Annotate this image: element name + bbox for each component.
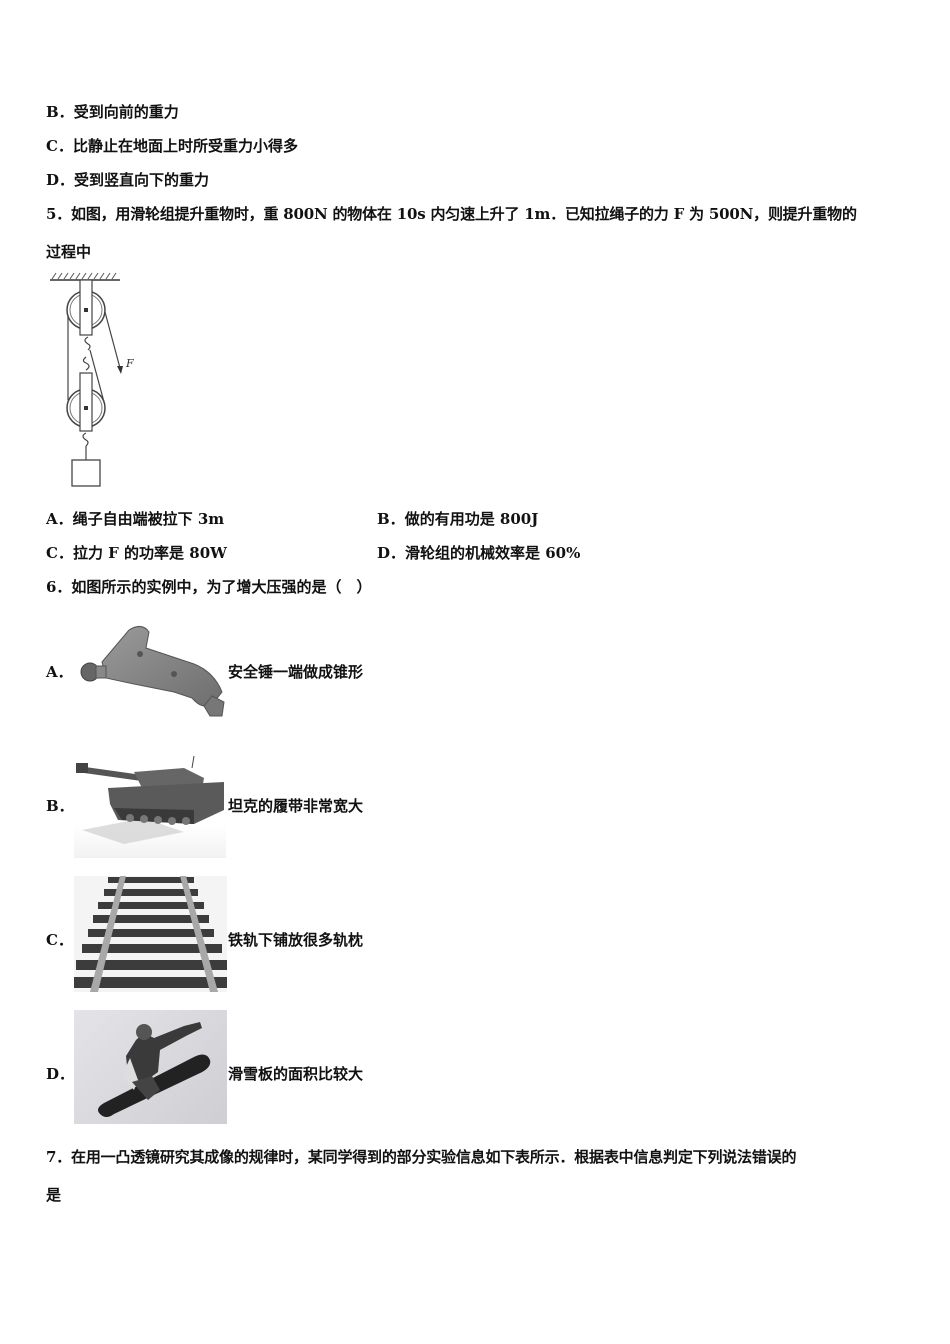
q4-option-b: B．受到向前的重力 [46, 102, 179, 122]
option-text: 做的有用功是 800J [404, 510, 539, 528]
q6-option-c-label: C． [46, 931, 73, 949]
option-text: 受到向前的重力 [73, 103, 179, 121]
option-label: B． [377, 510, 405, 528]
q6-option-b-text: 坦克的履带非常宽大 [228, 797, 364, 815]
q5-option-b: B．做的有用功是 800J [377, 509, 538, 529]
option-text: 受到竖直向下的重力 [74, 171, 210, 189]
q4-option-c: C．比静止在地面上时所受重力小得多 [46, 136, 298, 156]
safety-hammer-icon [80, 626, 225, 717]
option-label: C． [46, 137, 73, 155]
q5-option-a: A．绳子自由端被拉下 3m [46, 509, 224, 529]
q5-stem-line2: 过程中 [46, 243, 92, 261]
q4-option-d: D．受到竖直向下的重力 [46, 170, 209, 190]
q6-option-d-label: D． [46, 1065, 75, 1083]
safety-hammer-image [74, 612, 226, 722]
q6-option-b-label: B． [46, 797, 74, 815]
option-text: 绳子自由端被拉下 3m [72, 510, 225, 528]
q5-option-d: D．滑轮组的机械效率是 60% [377, 543, 580, 563]
q7-stem-line1: 7．在用一凸透镜研究其成像的规律时，某同学得到的部分实验信息如下表所示．根据表中… [46, 1148, 797, 1166]
option-text: 比静止在地面上时所受重力小得多 [72, 137, 298, 155]
option-text: 拉力 F 的功率是 80W [72, 544, 227, 562]
option-label: A． [46, 510, 73, 528]
option-label: B． [46, 103, 74, 121]
q5-stem-line1: 5．如图，用滑轮组提升重物时，重 800N 的物体在 10s 内匀速上升了 1m… [46, 205, 857, 223]
snowboarder-icon [98, 1022, 211, 1117]
q6-option-a-label: A． [46, 663, 73, 681]
pulley-system-figure: F [44, 270, 154, 490]
q6-option-a-text: 安全锤一端做成锥形 [228, 663, 364, 681]
q6-stem: 6．如图所示的实例中，为了增大压强的是（ ） [46, 578, 372, 596]
option-label: C． [46, 544, 73, 562]
option-label: D． [377, 544, 406, 562]
q6-option-d-text: 滑雪板的面积比较大 [228, 1065, 364, 1083]
option-label: D． [46, 171, 75, 189]
q7-stem-line2: 是 [46, 1186, 62, 1204]
tank-image [74, 748, 226, 858]
option-text: 滑轮组的机械效率是 60% [405, 544, 581, 562]
railway-track-icon [74, 876, 227, 992]
snowboarder-image [74, 1010, 227, 1124]
q6-option-c-text: 铁轨下铺放很多轨枕 [228, 931, 364, 949]
q5-option-c: C．拉力 F 的功率是 80W [46, 543, 227, 563]
railway-track-image [74, 876, 227, 992]
svg-text:F: F [125, 357, 134, 370]
pulley-diagram-icon: F [50, 272, 134, 487]
tank-icon [76, 755, 224, 844]
